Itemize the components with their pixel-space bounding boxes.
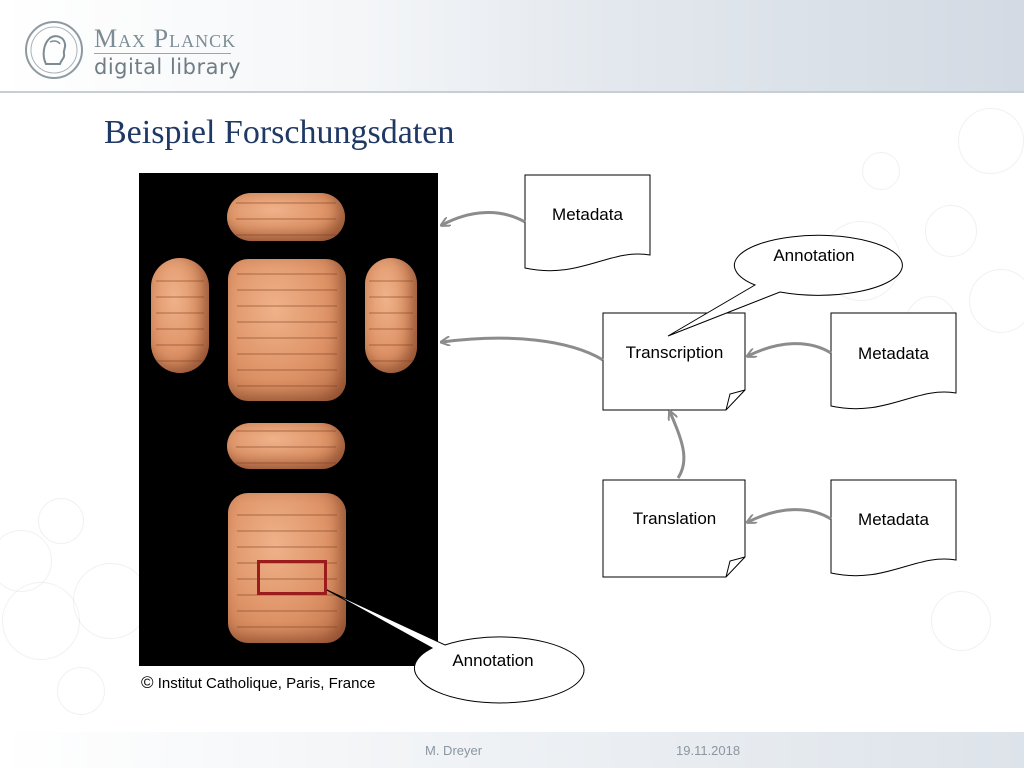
max-planck-logo-icon xyxy=(25,21,83,79)
annotation-bottom-callout xyxy=(326,589,585,704)
metadata-bottom-shape xyxy=(830,479,957,577)
tablet-bottom-edge xyxy=(227,423,345,469)
annotation-bottom-label: Annotation xyxy=(452,651,534,670)
translation-label: Translation xyxy=(632,509,717,528)
arrow-translation-to-transcription xyxy=(670,412,686,479)
transcription-label: Transcription xyxy=(625,343,724,362)
logo-max-planck: Max Planck xyxy=(94,24,237,53)
background-bubble xyxy=(931,591,991,651)
arrow-metadata-to-transcription xyxy=(748,342,832,356)
arrow-metadata-to-image xyxy=(442,211,526,225)
metadata-top-shape xyxy=(524,174,651,272)
page-title: Beispiel Forschungsdaten xyxy=(104,114,455,151)
annotation-top-label: Annotation xyxy=(773,246,855,265)
background-bubble xyxy=(862,152,900,190)
arrow-transcription-to-image xyxy=(442,338,604,362)
cuneiform-tablet-photo xyxy=(139,173,438,666)
tablet-right-edge xyxy=(365,258,417,373)
annotation-top-callout xyxy=(667,234,903,337)
background-bubble xyxy=(925,205,977,257)
image-credit: © Institut Catholique, Paris, France xyxy=(141,673,375,693)
arrow-metadata-to-translation xyxy=(748,508,832,522)
footer-author: M. Dreyer xyxy=(425,743,483,758)
header-band xyxy=(0,0,1024,92)
background-bubble xyxy=(38,498,84,544)
header-rule xyxy=(0,91,1024,93)
metadata-top-label: Metadata xyxy=(552,205,623,224)
logo-divider xyxy=(94,53,231,54)
metadata-bottom-label: Metadata xyxy=(858,510,929,529)
background-bubble xyxy=(57,667,105,715)
background-bubble xyxy=(0,530,52,592)
tablet-obverse xyxy=(228,259,346,401)
copyright-symbol: © xyxy=(141,673,154,692)
translation-shape xyxy=(602,479,746,578)
annotation-highlight-box xyxy=(257,560,327,595)
metadata-mid-shape xyxy=(830,312,957,410)
background-bubble xyxy=(969,269,1024,333)
tablet-left-edge xyxy=(151,258,209,373)
metadata-mid-label: Metadata xyxy=(858,344,929,363)
tablet-top-edge xyxy=(227,193,345,241)
footer-date: 19.11.2018 xyxy=(676,743,741,758)
credit-text: Institut Catholique, Paris, France xyxy=(157,675,376,692)
footer-band xyxy=(0,732,1024,768)
logo-digital-library: digital library xyxy=(94,55,242,79)
